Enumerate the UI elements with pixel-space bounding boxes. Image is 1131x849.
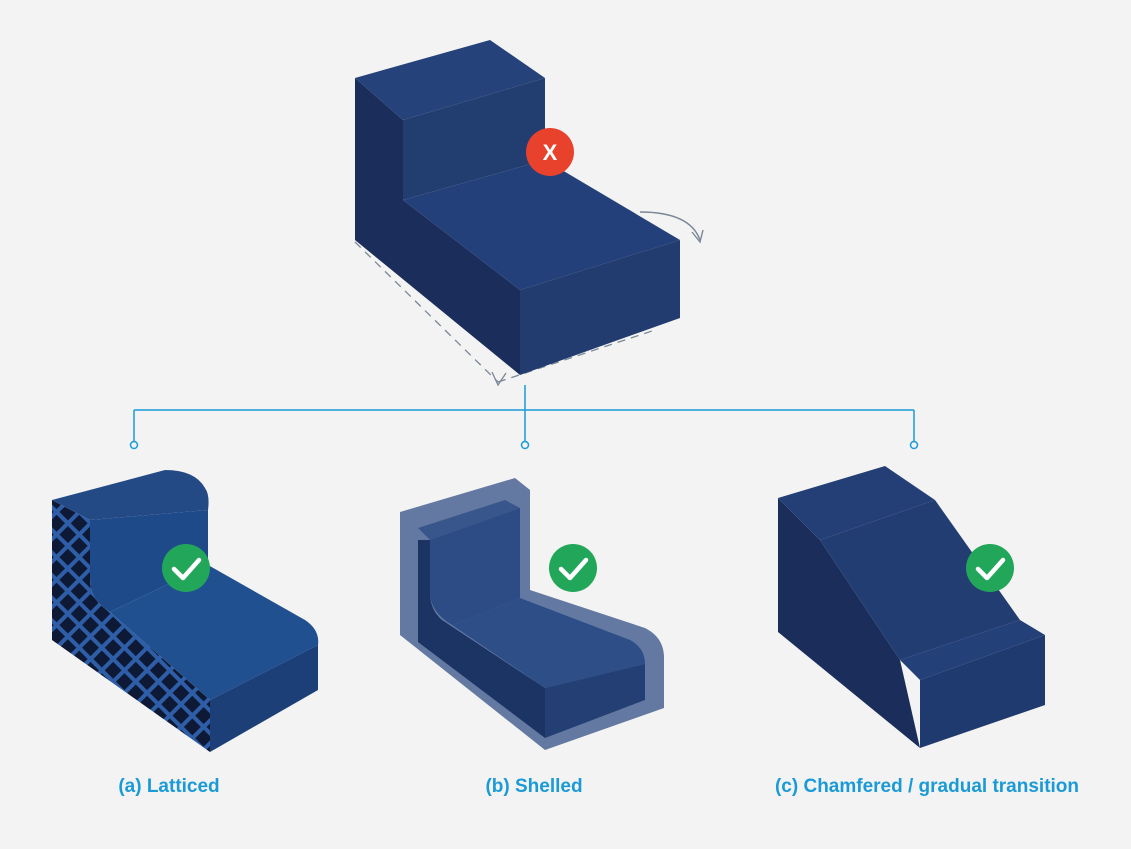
- chamfer-step-top: [900, 620, 1045, 680]
- checkmark-badge-icon: [162, 544, 210, 592]
- stepped-part-original: X: [354, 40, 704, 387]
- svg-text:X: X: [543, 140, 558, 165]
- chamfered-part: [778, 466, 1045, 748]
- shell-inner-right: [545, 664, 645, 738]
- chamfer-top: [778, 466, 935, 540]
- part-right-face: [520, 240, 680, 375]
- part-left-face: [355, 78, 520, 375]
- rotation-arrow-icon: [639, 211, 701, 241]
- shell-inner-left: [418, 540, 545, 738]
- shell-inner-step-top: [452, 598, 645, 688]
- dimension-line-left: [354, 241, 499, 383]
- shell-inner-wall-front: [430, 508, 520, 625]
- latticed-wall-front: [90, 510, 208, 612]
- chamfer-left-face: [778, 498, 920, 748]
- part-step-top: [403, 160, 680, 290]
- connector-tree: [129, 385, 919, 450]
- chamfer-slope: [820, 500, 1020, 660]
- latticed-wall-top: [52, 470, 209, 520]
- caption-shelled: (b) Shelled: [485, 776, 583, 797]
- part-back-top: [355, 40, 545, 120]
- latticed-step-top: [110, 565, 319, 700]
- part-back-front: [403, 78, 545, 200]
- latticed-right-face: [210, 645, 318, 752]
- latticed-part: [52, 470, 319, 752]
- checkmark-badge-icon: [966, 544, 1014, 592]
- caption-chamfered: (c) Chamfered / gradual transition: [774, 776, 1080, 797]
- cross-badge-icon: X: [526, 128, 574, 176]
- shell-inner-wall-top: [418, 500, 520, 540]
- checkmark-badge-icon: [549, 544, 597, 592]
- shelled-part: [400, 478, 665, 750]
- dimension-arrow: [491, 371, 507, 387]
- lattice-section: [52, 500, 210, 752]
- caption-latticed: (a) Latticed: [118, 776, 220, 797]
- chamfer-right-face: [920, 635, 1045, 748]
